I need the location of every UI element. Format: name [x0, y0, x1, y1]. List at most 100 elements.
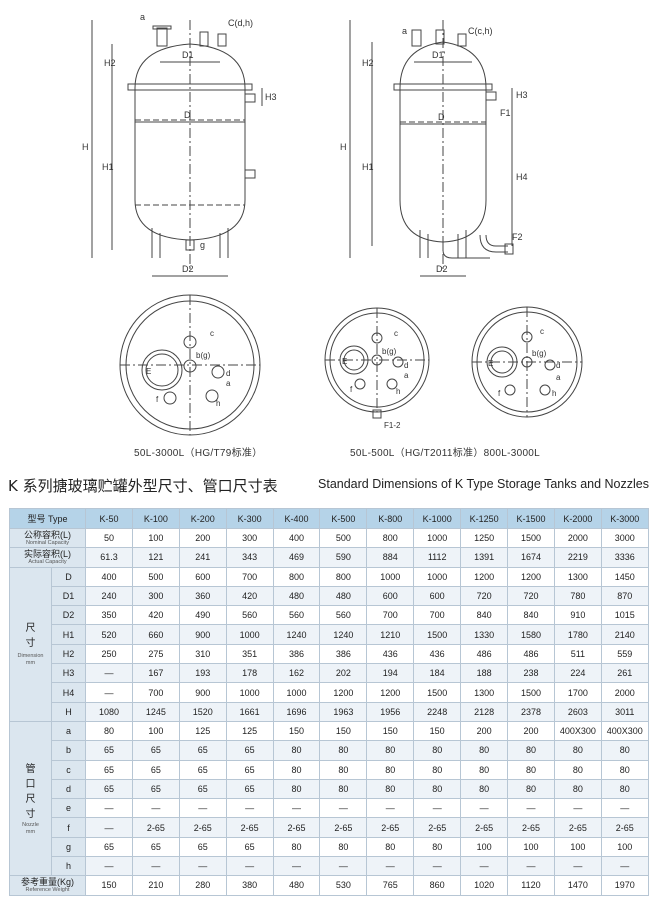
nozzle-g-cell: 65: [131, 836, 180, 858]
label-reference-weight-cn: 参考重量(Kg): [21, 877, 75, 888]
nozzle-h-cell: —: [131, 856, 180, 877]
header-model: K-100: [131, 508, 180, 529]
nozzle-c-cell: 80: [507, 759, 555, 780]
right-tank-elevation: [349, 20, 514, 277]
nominal-capacity-cell: 1250: [460, 527, 509, 549]
reference-weight-cell: 1970: [600, 875, 649, 896]
nozzle-g-cell: 80: [413, 836, 462, 858]
plan3-label-c: c: [540, 327, 544, 336]
reference-weight-cell: 860: [413, 875, 462, 896]
dim-h2-cell: 351: [225, 643, 274, 665]
nominal-capacity-cell: 3000: [600, 527, 649, 549]
reference-weight-cell: 765: [366, 875, 415, 896]
dim-h4-cell: 1300: [460, 682, 509, 703]
actual-capacity-cell: 343: [225, 547, 274, 568]
right-label-h1: H1: [362, 162, 374, 172]
plan1-label-c: c: [210, 329, 214, 338]
plan3-label-bg: b(g): [532, 349, 547, 358]
left-label-g: g: [200, 240, 205, 250]
nozzle-a-cell: 125: [178, 720, 227, 742]
nominal-capacity-cell: 300: [225, 527, 274, 549]
nozzle-b-cell: 65: [178, 740, 227, 761]
nozzle-b-cell: 80: [366, 740, 415, 761]
nozzle-label-f: f: [50, 817, 87, 838]
nozzle-a-cell: 150: [366, 720, 415, 742]
dim-h2-cell: 436: [413, 643, 462, 665]
left-label-d: D: [184, 110, 191, 120]
left-label-h: H: [82, 142, 89, 152]
right-label-a: a: [402, 26, 407, 36]
plan3-label-f: f: [498, 389, 501, 398]
plan1-label-e: E: [146, 367, 151, 376]
right-label-h: H: [340, 142, 347, 152]
dim-h3-cell: 202: [319, 663, 368, 684]
nozzle-h-cell: —: [413, 856, 462, 877]
dim-h4-cell: 1700: [553, 682, 602, 703]
nozzle-e-cell: —: [272, 798, 321, 819]
row-nozzle-h: h————————————: [10, 856, 649, 877]
plan1-label-f: f: [156, 395, 159, 404]
nozzle-e-cell: —: [366, 798, 415, 819]
plan1-label-h: h: [216, 399, 220, 408]
plan3-label-d: d: [556, 361, 560, 370]
nozzle-g-cell: 65: [225, 836, 274, 858]
dim-d-cell: 1200: [507, 566, 555, 587]
dim-h1-cell: 1580: [507, 624, 555, 645]
actual-capacity-cell: 1112: [413, 547, 462, 568]
nozzle-c-cell: 65: [85, 759, 133, 780]
dim-d2-cell: 700: [413, 605, 462, 626]
header-model: K-2000: [553, 508, 602, 529]
dim-h4-cell: 2000: [600, 682, 649, 703]
actual-capacity-cell: 590: [319, 547, 368, 568]
dim-label-h4: H4: [50, 682, 87, 703]
dim-d1-cell: 360: [178, 585, 227, 607]
right-label-d1: D1': [432, 50, 446, 60]
row-nozzle-e: e————————————: [10, 798, 649, 819]
nozzle-g-cell: 80: [319, 836, 368, 858]
dim-d1-cell: 720: [460, 585, 509, 607]
nozzle-e-cell: —: [553, 798, 602, 819]
dim-h-cell: 3011: [600, 701, 649, 722]
nozzle-g-cell: 65: [178, 836, 227, 858]
plan3-label-h: h: [552, 389, 556, 398]
dim-h3-cell: 238: [507, 663, 555, 684]
nominal-capacity-cell: 1500: [507, 527, 555, 549]
nozzle-b-cell: 80: [272, 740, 321, 761]
nozzle-f-cell: 2-65: [460, 817, 509, 838]
nominal-capacity-cell: 500: [319, 527, 368, 549]
nozzle-g-cell: 100: [553, 836, 602, 858]
nozzle-d-cell: 65: [225, 778, 274, 800]
actual-capacity-cell: 2219: [553, 547, 602, 568]
nozzle-label-c: c: [50, 759, 87, 780]
actual-capacity-cell: 61.3: [85, 547, 133, 568]
header-model: K-500: [319, 508, 368, 529]
dim-h4-cell: 900: [178, 682, 227, 703]
dim-h3-cell: 261: [600, 663, 649, 684]
dim-d2-cell: 700: [366, 605, 415, 626]
dim-d2-cell: 560: [319, 605, 368, 626]
reference-weight-cell: 150: [85, 875, 133, 896]
dim-d-cell: 400: [85, 566, 133, 587]
nozzle-h-cell: —: [366, 856, 415, 877]
actual-capacity-cell: 3336: [600, 547, 649, 568]
nozzle-d-cell: 65: [178, 778, 227, 800]
right-label-f2: F2: [512, 232, 523, 242]
nozzle-e-cell: —: [178, 798, 227, 819]
dim-h1-cell: 1780: [553, 624, 602, 645]
nozzle-group-text: Nozzle: [22, 821, 39, 828]
dim-h3-cell: 184: [413, 663, 462, 684]
actual-capacity-cell: 241: [178, 547, 227, 568]
label-nominal-capacity-en: Nominal Capacity: [25, 540, 70, 547]
dim-d-cell: 500: [131, 566, 180, 587]
table-title-cn: K 系列搪玻璃贮罐外型尺寸、管口尺寸表: [8, 477, 278, 495]
nominal-capacity-cell: 50: [85, 527, 133, 549]
nozzle-b-cell: 65: [85, 740, 133, 761]
actual-capacity-cell: 1391: [460, 547, 509, 568]
